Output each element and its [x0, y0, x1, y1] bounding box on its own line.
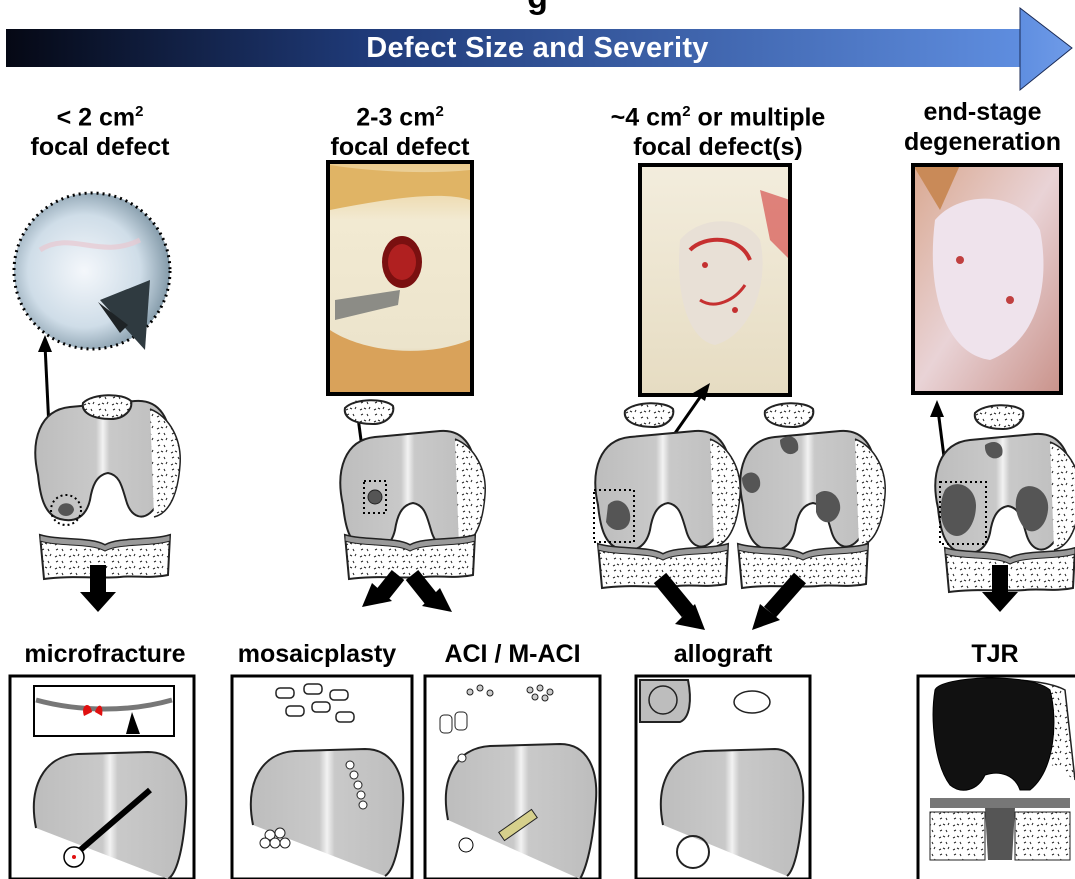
tjr-panel	[918, 676, 1075, 879]
allograft-panel	[636, 676, 810, 879]
knee-femur-3a	[595, 431, 740, 550]
stage-label-small: < 2 cm2 focal defect	[10, 97, 190, 162]
focal-defect-photo	[328, 162, 472, 394]
arthroscopy-image	[14, 193, 170, 350]
stage-label-large: ~4 cm2 or multiple focal defect(s)	[588, 97, 848, 162]
multiple-defect-photo	[640, 165, 790, 395]
knee-femur-2	[340, 431, 485, 550]
split-arrows	[362, 575, 452, 612]
mosaicplasty-panel	[232, 676, 412, 879]
patella-3a	[625, 403, 674, 427]
label-aci: ACI / M-ACI	[425, 640, 600, 669]
patella-1	[83, 395, 132, 419]
label-mosaicplasty: mosaicplasty	[222, 640, 412, 669]
label-allograft: allograft	[636, 640, 810, 669]
patella-3b	[765, 403, 814, 427]
tibia-4	[945, 548, 1075, 592]
stage-label-medium: 2-3 cm2 focal defect	[310, 97, 490, 162]
knee-femur-3b	[740, 431, 885, 550]
label-tjr: TJR	[915, 640, 1075, 669]
stage-label-endstage: end-stage degeneration	[890, 97, 1075, 157]
tibia-2	[345, 535, 475, 579]
patella-2	[345, 400, 394, 424]
banner-label: Defect Size and Severity	[0, 32, 1075, 65]
patella-4	[975, 405, 1024, 429]
degeneration-photo	[913, 165, 1061, 393]
label-microfracture: microfracture	[10, 640, 200, 669]
microfracture-panel	[10, 676, 194, 879]
aci-panel	[425, 676, 600, 879]
